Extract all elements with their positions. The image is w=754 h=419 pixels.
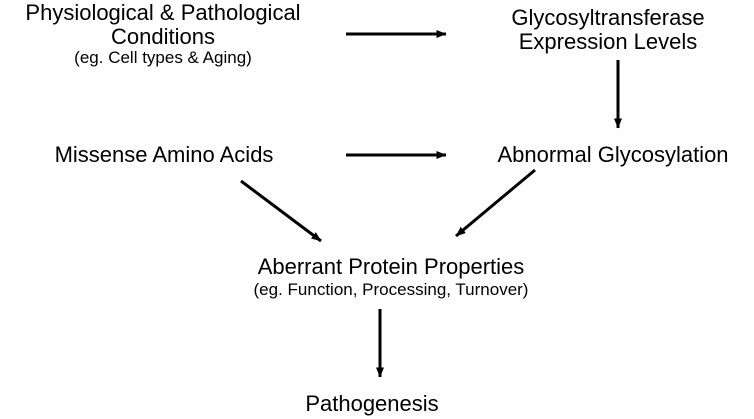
node-aberrant: Aberrant Protein Properties (eg. Functio… [207,255,575,299]
arrow-missense-to-aberrant [240,179,322,243]
arrow-abnormal-to-aberrant [455,168,536,238]
node-expression: Glycosyltransferase Expression Levels [468,6,748,54]
node-conditions-line1: Physiological & Pathological [25,0,301,25]
node-conditions-line2: Conditions [111,23,215,49]
node-aberrant-label: Aberrant Protein Properties [257,254,525,279]
node-missense: Missense Amino Acids [14,143,314,167]
node-conditions: Physiological & Pathological Conditions … [0,1,326,67]
node-expression-line2: Expression Levels [518,28,698,54]
node-conditions-sub: (eg. Cell types & Aging) [74,47,252,67]
node-expression-line1: Glycosyltransferase [511,5,705,30]
node-pathogenesis: Pathogenesis [272,392,472,416]
node-abnormal-label: Abnormal Glycosylation [497,142,729,167]
node-pathogenesis-label: Pathogenesis [305,391,439,416]
node-aberrant-sub: (eg. Function, Processing, Turnover) [253,279,529,299]
node-abnormal: Abnormal Glycosylation [468,143,754,167]
node-missense-label: Missense Amino Acids [54,142,274,167]
